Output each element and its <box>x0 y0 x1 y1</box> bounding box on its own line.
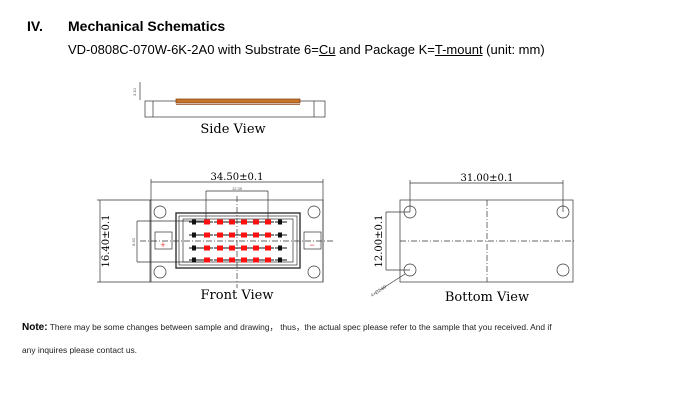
led-chip <box>265 245 271 251</box>
front-width-dim: 34.50±0.1 <box>211 172 264 183</box>
led-chip <box>217 245 223 251</box>
led-chip <box>204 219 210 225</box>
led-chip <box>278 245 282 251</box>
led-chip <box>265 232 271 238</box>
led-chip <box>278 219 282 225</box>
led-chip <box>241 219 247 225</box>
bottom-height-dim: 12.00±0.1 <box>374 215 385 268</box>
subtitle-part2: and Package K= <box>335 42 435 57</box>
led-chip <box>241 245 247 251</box>
subtitle-part3: (unit: mm) <box>482 42 545 57</box>
side-view-label: Side View <box>200 122 265 137</box>
led-chip <box>217 257 223 263</box>
led-chip <box>229 232 235 238</box>
led-chip <box>229 219 235 225</box>
bottom-holes-dim: 4×Ø2.60 <box>370 284 388 298</box>
side-view: 3.10 <box>132 82 326 118</box>
led-chip <box>229 245 235 251</box>
side-height-dim: 3.10 <box>132 87 137 96</box>
front-view-label: Front View <box>201 288 274 303</box>
minus-pad-label: − <box>309 240 314 250</box>
led-chip <box>204 245 210 251</box>
led-chip <box>192 257 196 263</box>
led-chip <box>192 245 196 251</box>
led-chip <box>253 232 259 238</box>
front-height-dim: 16.40±0.1 <box>101 215 112 268</box>
led-chip <box>253 219 259 225</box>
note-label: Note: <box>22 322 48 333</box>
led-chip <box>265 257 271 263</box>
bottom-width-dim: 31.00±0.1 <box>461 173 514 184</box>
front-inner-width-dim: 12.35 <box>232 186 243 191</box>
plus-pad-label: + <box>160 240 165 250</box>
led-chip <box>278 232 282 238</box>
led-chip <box>217 219 223 225</box>
led-chip <box>278 257 282 263</box>
led-chip <box>217 232 223 238</box>
led-chip <box>229 257 235 263</box>
led-chip <box>192 232 196 238</box>
led-chip <box>265 219 271 225</box>
note-text-1: There may be some changes between sample… <box>49 322 552 332</box>
subtitle-part1: VD-0808C-070W-6K-2A0 with Substrate 6= <box>68 42 319 57</box>
bottom-view <box>379 180 575 291</box>
led-chip <box>192 219 196 225</box>
subtitle: VD-0808C-070W-6K-2A0 with Substrate 6=Cu… <box>68 42 545 57</box>
note-line-1: Note: There may be some changes between … <box>22 321 552 333</box>
led-chip <box>204 257 210 263</box>
led-chip <box>241 232 247 238</box>
led-chip <box>253 257 259 263</box>
front-view <box>97 179 334 288</box>
substrate-value: Cu <box>318 42 336 57</box>
section-number: IV. <box>27 18 43 34</box>
section-title: Mechanical Schematics <box>68 18 226 34</box>
package-value: T-mount <box>434 42 483 57</box>
bottom-view-label: Bottom View <box>445 290 529 305</box>
led-chip <box>253 245 259 251</box>
led-chip <box>204 232 210 238</box>
note-text-2: any inquires please contact us. <box>22 345 137 355</box>
front-inner-height-dim: 8.30 <box>131 237 136 246</box>
led-chip <box>241 257 247 263</box>
